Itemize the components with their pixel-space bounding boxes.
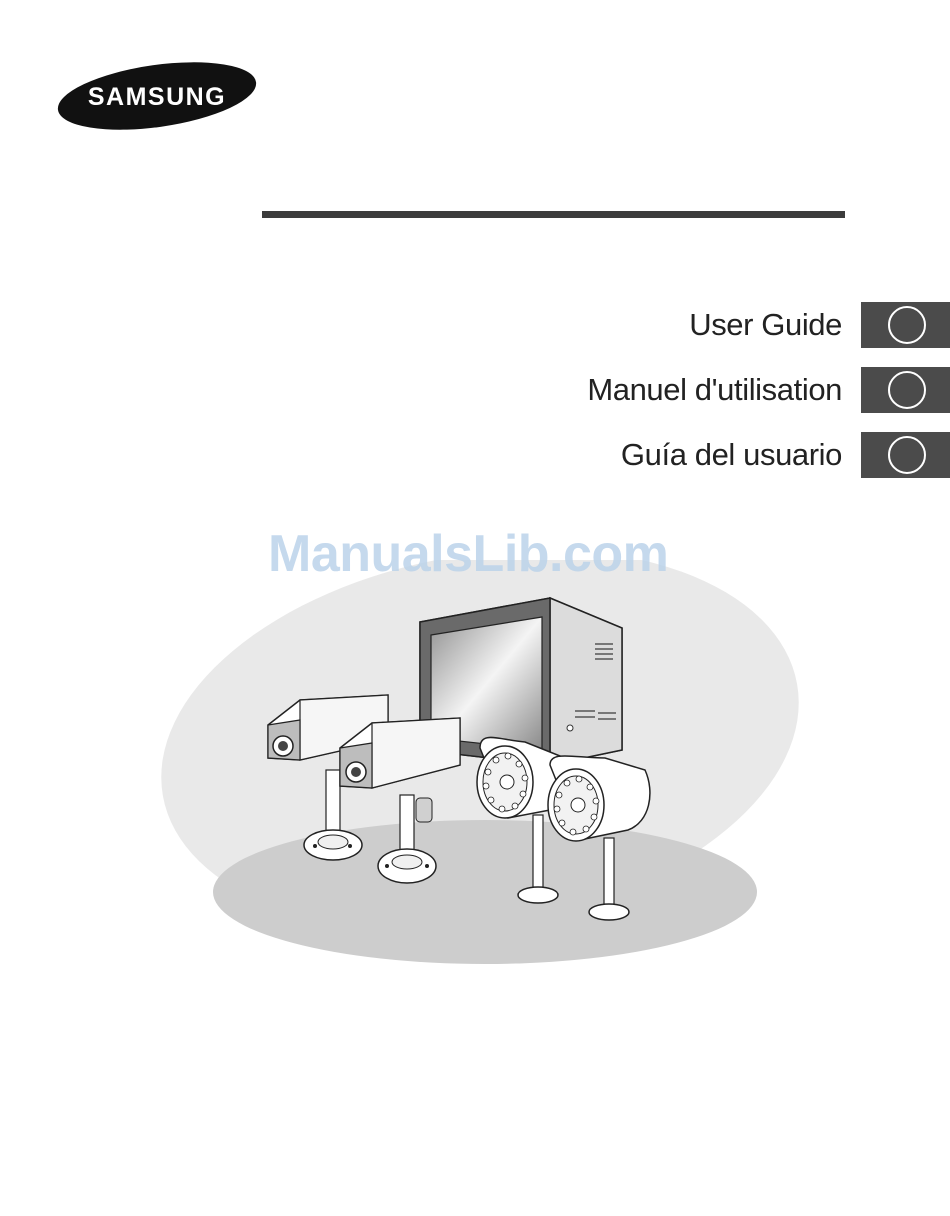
circle-icon — [888, 306, 926, 344]
floor-ellipse — [213, 820, 757, 964]
product-illustration — [150, 560, 810, 970]
language-row-french: Manuel d'utilisation — [0, 366, 950, 414]
samsung-logo: SAMSUNG — [55, 60, 260, 132]
language-row-english: User Guide — [0, 301, 950, 349]
language-label-french: Manuel d'utilisation — [587, 366, 842, 414]
language-label-english: User Guide — [689, 301, 842, 349]
language-tab-spanish — [861, 432, 950, 478]
title-divider — [262, 211, 845, 218]
circle-icon — [888, 436, 926, 474]
language-tab-french — [861, 367, 950, 413]
brand-name: SAMSUNG — [88, 83, 226, 111]
samsung-logo-mark: SAMSUNG — [55, 60, 260, 132]
language-label-spanish: Guía del usuario — [621, 431, 842, 479]
cctv-kit-drawing — [150, 560, 810, 970]
language-tab-english — [861, 302, 950, 348]
circle-icon — [888, 371, 926, 409]
watermark: ManualsLib.com — [268, 522, 668, 586]
language-row-spanish: Guía del usuario — [0, 431, 950, 479]
